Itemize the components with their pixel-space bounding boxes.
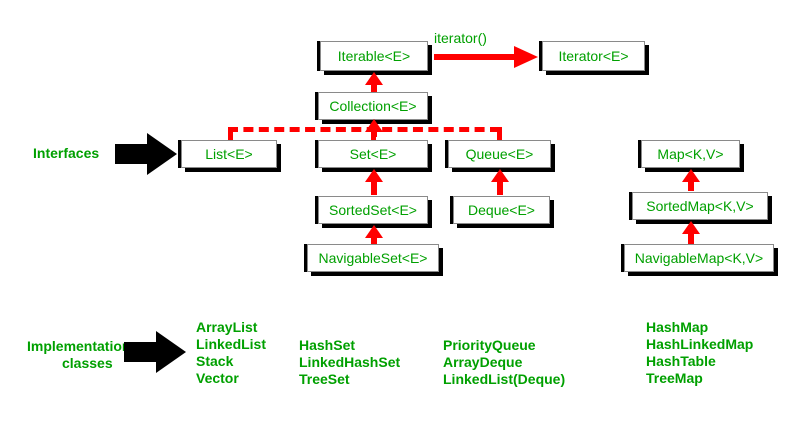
impl-item: TreeMap — [646, 370, 703, 386]
arrow-navigableset-to-sortedset — [364, 225, 384, 247]
arrow-navigablemap-to-sortedmap — [681, 221, 701, 245]
node-set: Set<E> — [318, 140, 428, 168]
node-navigable-set: NavigableSet<E> — [307, 244, 439, 272]
impl-item: LinkedList — [196, 336, 267, 352]
impl-column-queue: PriorityQueue ArrayDeque LinkedList(Dequ… — [443, 337, 565, 388]
node-list: List<E> — [181, 140, 277, 168]
arrow-deque-to-queue — [490, 169, 510, 195]
dashed-bus-right-riser — [497, 127, 502, 141]
impl-item: ArrayList — [196, 319, 258, 335]
edge-label-iterator: iterator() — [434, 30, 487, 46]
impl-item: HashSet — [299, 337, 356, 353]
node-map: Map<K,V> — [641, 140, 740, 168]
impl-item: ArrayDeque — [443, 354, 523, 370]
arrow-collection-to-iterable — [364, 72, 384, 92]
impl-column-map: HashMap HashLinkedMap HashTable TreeMap — [646, 319, 753, 387]
node-sorted-map: SortedMap<K,V> — [632, 192, 768, 220]
arrow-sortedset-to-set — [364, 169, 384, 195]
interfaces-pointer-arrow — [115, 133, 177, 175]
dashed-bus-horizontal — [228, 127, 500, 132]
node-iterator: Iterator<E> — [542, 41, 645, 71]
node-collection: Collection<E> — [318, 92, 428, 120]
arrow-sortedmap-to-map — [681, 169, 701, 191]
arrow-bus-to-collection — [364, 119, 384, 137]
impl-item: HashMap — [646, 319, 709, 335]
impl-item: HashLinkedMap — [646, 336, 754, 352]
arrow-iterable-to-iterator — [434, 46, 538, 68]
impl-item: TreeSet — [299, 371, 350, 387]
impl-column-set: HashSet LinkedHashSet TreeSet — [299, 337, 400, 388]
impl-item: Vector — [196, 370, 239, 386]
impl-item: PriorityQueue — [443, 337, 536, 353]
node-deque: Deque<E> — [453, 196, 550, 224]
node-navigable-map: NavigableMap<K,V> — [624, 244, 774, 272]
impl-item: HashTable — [646, 353, 716, 369]
row-label-implementation-line2: classes — [62, 355, 113, 371]
node-iterable: Iterable<E> — [320, 41, 428, 71]
impl-item: Stack — [196, 353, 234, 369]
impl-item: LinkedList(Deque) — [443, 371, 566, 387]
node-queue: Queue<E> — [448, 140, 551, 168]
dashed-bus-left-riser — [228, 127, 233, 141]
row-label-implementation-line1: Implementation — [27, 338, 131, 354]
impl-item: LinkedHashSet — [299, 354, 401, 370]
node-sorted-set: SortedSet<E> — [318, 196, 428, 224]
impl-column-list: ArrayList LinkedList Stack Vector — [196, 319, 266, 387]
implementation-pointer-arrow — [124, 331, 186, 373]
row-label-interfaces: Interfaces — [33, 145, 100, 161]
